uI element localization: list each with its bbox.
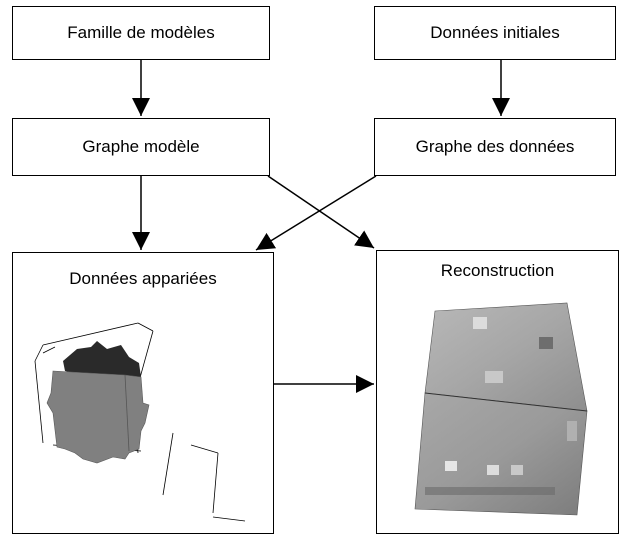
facade-patch [46,370,150,464]
matched-building-figure [34,322,246,522]
arrow-graphe-donnees-to-donnees-appariees [255,175,377,251]
wall-window [445,461,457,471]
donnees-initiales-box: Données initiales [374,6,616,60]
wall-window [511,465,523,475]
wall-window [487,465,499,475]
wall-window [567,421,577,441]
roof-patch [63,341,141,377]
graphe-modele-label: Graphe modèle [82,137,200,156]
reconstruction-title: Reconstruction [440,261,555,280]
donnees-appariees-title: Données appariées [69,269,217,288]
graphe-modele-box: Graphe modèle [12,118,270,176]
graphe-des-donnees-box: Graphe des données [374,118,616,176]
donnees-initiales-label: Données initiales [430,23,560,42]
roof-window [539,337,553,349]
wall-shadow [425,487,555,495]
famille-de-modeles-label: Famille de modèles [67,23,215,42]
graphe-des-donnees-label: Graphe des données [415,137,575,156]
donnees-appariees-panel: Données appariées [12,252,274,534]
famille-de-modeles-box: Famille de modèles [12,6,270,60]
roof-window [485,371,503,383]
reconstruction-panel: Reconstruction [376,250,619,534]
roof-window [473,317,487,329]
reconstructed-building-figure [414,302,588,516]
arrow-graphe-modele-to-reconstruction [267,175,375,249]
